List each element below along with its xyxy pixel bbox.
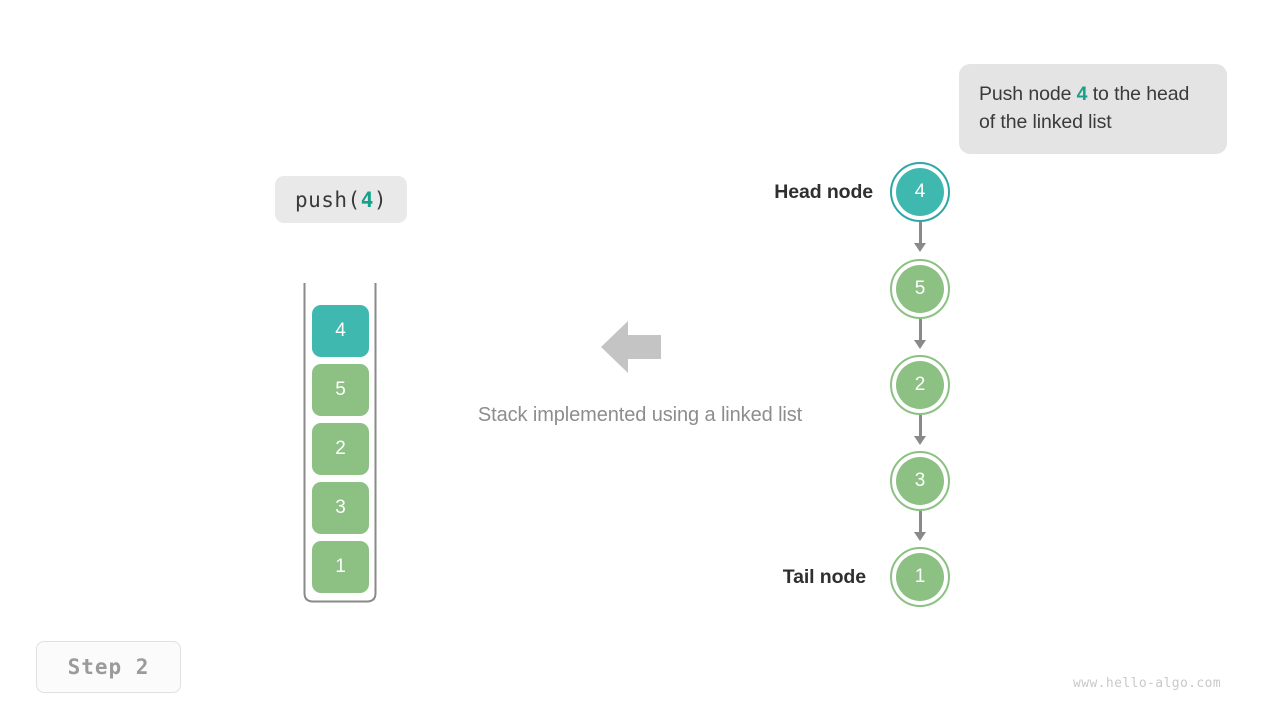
node-value: 4	[914, 181, 926, 202]
link-line	[918, 511, 922, 534]
callout-text-after: to the head of the linked list	[979, 83, 1190, 133]
stack-cell: 4	[312, 305, 369, 357]
left-arrow-icon	[601, 321, 661, 373]
link-arrowhead-icon	[913, 243, 926, 252]
stack-cells: 4 5 2 3 1	[312, 305, 369, 600]
tail-node-label: Tail node	[782, 566, 866, 588]
node-value: 1	[914, 566, 926, 587]
link-arrowhead-icon	[913, 436, 926, 445]
node-disc: 5	[896, 265, 944, 313]
link-arrowhead-icon	[913, 532, 926, 541]
node-disc: 3	[896, 457, 944, 505]
operation-argument: 4	[360, 187, 374, 212]
linked-list-diagram: 4 5 2 3 1	[860, 155, 990, 615]
operation-close-paren: )	[373, 187, 388, 212]
stack-cell: 5	[312, 364, 369, 416]
node-value: 3	[914, 470, 926, 491]
linked-list-node: 4	[890, 162, 950, 222]
node-disc: 4	[896, 168, 944, 216]
link-arrowhead-icon	[913, 340, 926, 349]
stack-diagram: 4 5 2 3 1	[303, 283, 377, 605]
link-line	[918, 222, 922, 245]
operation-label: push(4)	[275, 176, 407, 223]
stack-cell-value: 3	[335, 497, 346, 518]
callout-box: Push node 4 to the head of the linked li…	[959, 64, 1227, 154]
stack-cell-value: 1	[335, 556, 346, 577]
link-line	[918, 415, 922, 438]
step-badge: Step 2	[36, 641, 181, 693]
node-disc: 2	[896, 361, 944, 409]
stack-cell-value: 2	[335, 438, 346, 459]
head-node-label: Head node	[774, 181, 873, 203]
diagram-caption: Stack implemented using a linked list	[477, 404, 803, 426]
linked-list-node: 2	[890, 355, 950, 415]
stack-container-outline	[303, 283, 377, 603]
stack-cell: 2	[312, 423, 369, 475]
operation-name: push(	[294, 187, 361, 212]
stack-cell: 3	[312, 482, 369, 534]
linked-list-node: 3	[890, 451, 950, 511]
link-line	[918, 319, 922, 342]
watermark: www.hello-algo.com	[1073, 676, 1222, 691]
node-value: 5	[914, 278, 926, 299]
stack-cell-value: 4	[335, 320, 346, 341]
node-disc: 1	[896, 553, 944, 601]
node-value: 2	[914, 374, 926, 395]
stack-cell-value: 5	[335, 379, 346, 400]
callout-highlight-value: 4	[1076, 83, 1088, 105]
linked-list-node: 5	[890, 259, 950, 319]
linked-list-node: 1	[890, 547, 950, 607]
callout-text-before: Push node	[979, 83, 1077, 105]
stack-cell: 1	[312, 541, 369, 593]
